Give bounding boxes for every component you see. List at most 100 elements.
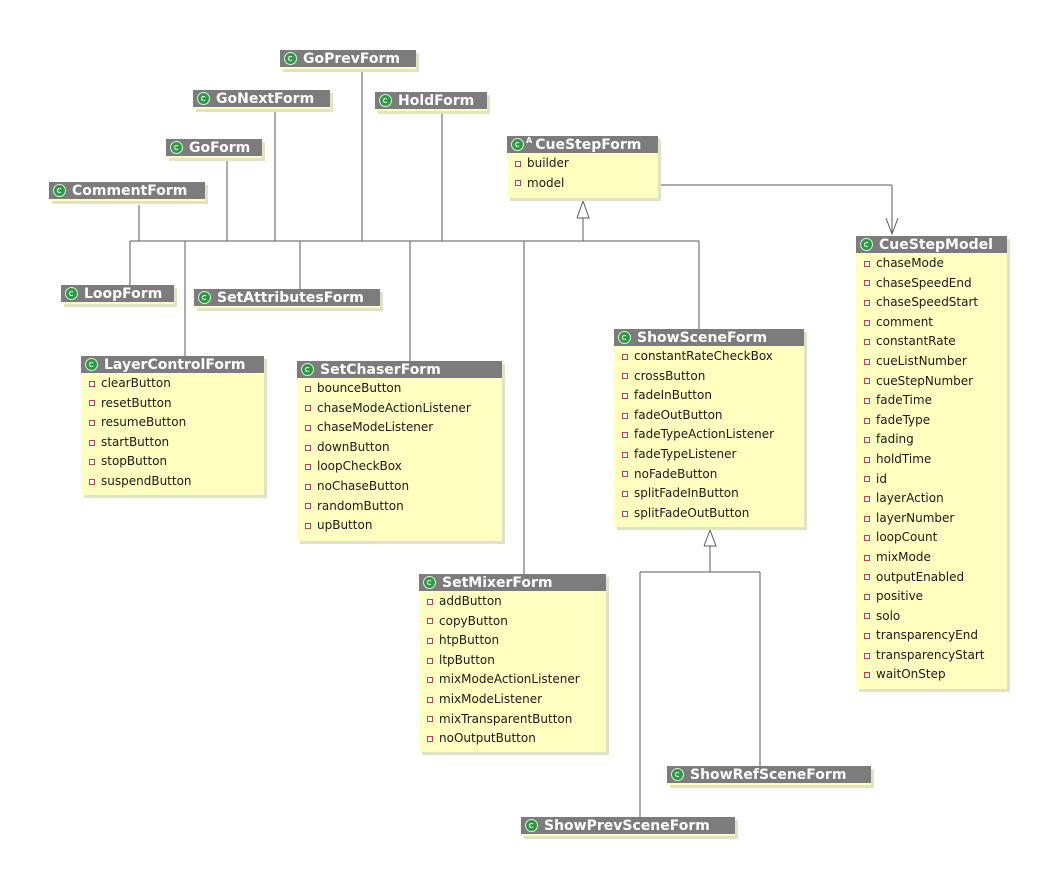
field-row[interactable]: layerNumber [856,509,1007,529]
field-name: fadeOutButton [634,407,723,422]
field-row[interactable]: positive [856,587,1007,607]
field-row[interactable]: stopButton [81,452,264,472]
field-row[interactable]: model [507,174,658,194]
field-marker-icon [622,392,628,399]
field-row[interactable]: noChaseButton [297,477,502,497]
field-marker-icon [622,471,628,478]
field-marker-icon [864,633,870,640]
field-marker-icon [864,554,870,561]
field-row[interactable]: addButton [419,592,606,612]
class-name: CommentForm [72,182,188,199]
class-loopForm[interactable]: LoopForm [61,285,174,304]
field-row[interactable]: comment [856,313,1007,333]
field-row[interactable]: mixTransparentButton [419,710,606,730]
field-row[interactable]: cueStepNumber [856,372,1007,392]
field-name: outputEnabled [876,569,965,584]
field-row[interactable]: outputEnabled [856,568,1007,588]
class-name: LayerControlForm [104,356,246,373]
class-goForm[interactable]: GoForm [166,139,262,158]
field-row[interactable]: transparencyEnd [856,626,1007,646]
field-row[interactable]: copyButton [419,612,606,632]
field-row[interactable]: waitOnStep [856,665,1007,685]
field-row[interactable]: fading [856,430,1007,450]
class-goPrevForm[interactable]: GoPrevForm [280,50,416,69]
class-icon [198,291,211,304]
field-row[interactable]: cueListNumber [856,352,1007,372]
class-icon [301,363,314,376]
class-name: GoPrevForm [303,50,401,67]
field-row[interactable]: mixModeListener [419,690,606,710]
field-row[interactable]: layerAction [856,489,1007,509]
field-row[interactable]: loopCheckBox [297,457,502,477]
class-name: GoNextForm [216,90,315,107]
field-row[interactable]: chaseSpeedEnd [856,274,1007,294]
field-row[interactable]: holdTime [856,450,1007,470]
field-row[interactable]: resumeButton [81,413,264,433]
field-marker-icon [864,339,870,346]
field-row[interactable]: resetButton [81,394,264,414]
class-setAttributesForm[interactable]: SetAttributesForm [194,289,380,308]
field-row[interactable]: fadeInButton [614,386,804,406]
field-row[interactable]: suspendButton [81,472,264,492]
class-header: CommentForm [49,182,205,199]
class-showRefSceneForm[interactable]: ShowRefSceneForm [667,766,871,785]
field-row[interactable]: downButton [297,438,502,458]
field-marker-icon [864,613,870,620]
field-name: chaseSpeedEnd [876,275,972,290]
class-showPrevSceneForm[interactable]: ShowPrevSceneForm [521,817,735,836]
class-name: ShowPrevSceneForm [544,817,710,834]
field-row[interactable]: randomButton [297,497,502,517]
field-row[interactable]: noFadeButton [614,465,804,485]
field-name: builder [527,156,569,170]
class-goNextForm[interactable]: GoNextForm [193,90,330,109]
class-commentForm[interactable]: CommentForm [49,182,205,201]
field-row[interactable]: builder [507,154,658,174]
class-icon [53,184,66,197]
field-row[interactable]: fadeTypeListener [614,445,804,465]
field-row[interactable]: mixMode [856,548,1007,568]
field-row[interactable]: loopCount [856,528,1007,548]
field-name: model [527,175,565,190]
field-row[interactable]: fadeOutButton [614,406,804,426]
field-marker-icon [427,637,433,644]
field-row[interactable]: chaseMode [856,254,1007,274]
field-name: suspendButton [101,473,192,488]
field-row[interactable]: chaseSpeedStart [856,293,1007,313]
field-row[interactable]: solo [856,607,1007,627]
class-holdForm[interactable]: HoldForm [375,92,487,111]
field-row[interactable]: bounceButton [297,379,502,399]
field-name: crossButton [634,368,706,383]
field-row[interactable]: mixModeActionListener [419,670,606,690]
field-row[interactable]: htpButton [419,631,606,651]
field-row[interactable]: startButton [81,433,264,453]
field-row[interactable]: constantRate [856,332,1007,352]
field-name: layerAction [876,491,944,506]
field-row[interactable]: transparencyStart [856,646,1007,666]
field-name: fadeTypeListener [634,446,737,461]
field-row[interactable]: constantRateCheckBox [614,347,804,367]
field-name: noChaseButton [317,478,410,493]
field-row[interactable]: fadeTypeActionListener [614,425,804,445]
field-name: htpButton [439,633,500,648]
field-row[interactable]: fadeTime [856,391,1007,411]
field-row[interactable]: splitFadeInButton [614,484,804,504]
field-row[interactable]: fadeType [856,411,1007,431]
class-name: ShowSceneForm [637,329,768,346]
field-row[interactable]: upButton [297,516,502,536]
field-row[interactable]: crossButton [614,367,804,387]
field-row[interactable]: id [856,470,1007,490]
class-header: HoldForm [375,92,487,109]
field-row[interactable]: chaseModeListener [297,418,502,438]
field-row[interactable]: clearButton [81,374,264,394]
field-row[interactable]: noOutputButton [419,729,606,749]
class-icon [65,287,78,300]
field-row[interactable]: splitFadeOutButton [614,504,804,524]
field-row[interactable]: chaseModeActionListener [297,399,502,419]
field-row[interactable]: ltpButton [419,651,606,671]
